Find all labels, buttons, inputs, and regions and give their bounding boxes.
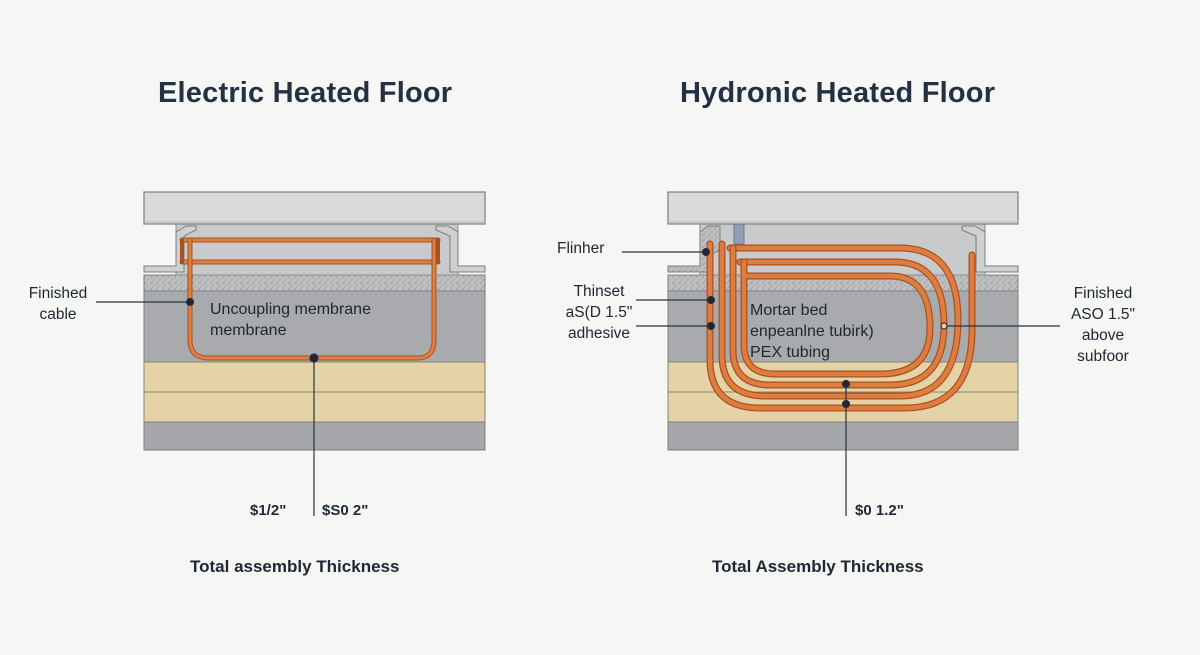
hydronic-title: Hydronic Heated Floor xyxy=(680,77,996,109)
hydronic-finished-line3: above xyxy=(1081,327,1125,344)
hydronic-finished-label: Finished ASO 1.5" above subfoor xyxy=(1058,283,1148,367)
electric-finished-cable-line2: cable xyxy=(39,306,77,323)
electric-membrane xyxy=(175,223,459,276)
hydronic-flinher-label: Flinher xyxy=(557,240,605,257)
hydronic-thinset-line3: adhesive xyxy=(567,325,631,342)
hydronic-mortar-label: Mortar bed enpeanlne tubirk) PEX tubing xyxy=(750,300,874,363)
hydronic-pex-tubing xyxy=(706,240,976,412)
hydronic-mortar-line1: Mortar bed xyxy=(750,302,828,319)
electric-bracket-right xyxy=(435,225,486,273)
hydronic-thinset-line2: aS(D 1.5" xyxy=(565,304,633,321)
electric-caption: Total assembly Thickness xyxy=(190,557,400,576)
electric-membrane-line1: Uncoupling membrane xyxy=(210,301,371,318)
electric-finished-cable-label: Finished cable xyxy=(20,283,96,325)
hydronic-mortar-line2: enpeanlne tubirk) xyxy=(750,323,874,340)
electric-dim-left: $1/2" xyxy=(250,502,287,519)
electric-tile xyxy=(143,191,486,225)
hydronic-manifold-block xyxy=(733,223,745,245)
hydronic-thinset-label: Thinset aS(D 1.5" adhesive xyxy=(556,281,642,344)
hydronic-dim: $0 1.2" xyxy=(855,502,904,519)
electric-dim-right: $S0 2" xyxy=(322,502,369,519)
hydronic-tile xyxy=(667,191,1019,225)
hydronic-section xyxy=(622,191,1060,516)
hydronic-bracket-right xyxy=(961,225,1019,273)
hydronic-finished-line1: Finished xyxy=(1073,285,1133,302)
electric-membrane-label: Uncoupling membrane membrane xyxy=(210,299,371,341)
hydronic-finished-line2: ASO 1.5" xyxy=(1070,306,1136,323)
electric-membrane-line2: membrane xyxy=(210,322,287,339)
electric-finished-cable-line1: Finished xyxy=(28,285,88,302)
electric-leaders xyxy=(96,297,319,516)
hydronic-base-layer xyxy=(667,421,1019,451)
hydronic-mortar-line3: PEX tubing xyxy=(750,344,831,361)
electric-title: Electric Heated Floor xyxy=(158,77,453,109)
hydronic-thinset-line1: Thinset xyxy=(573,283,625,300)
hydronic-finished-line4: subfoor xyxy=(1077,348,1129,365)
electric-mortar-layer xyxy=(143,289,486,363)
hydronic-leaders xyxy=(622,247,1060,516)
hydronic-caption: Total Assembly Thickness xyxy=(712,557,924,576)
electric-section xyxy=(96,191,486,516)
